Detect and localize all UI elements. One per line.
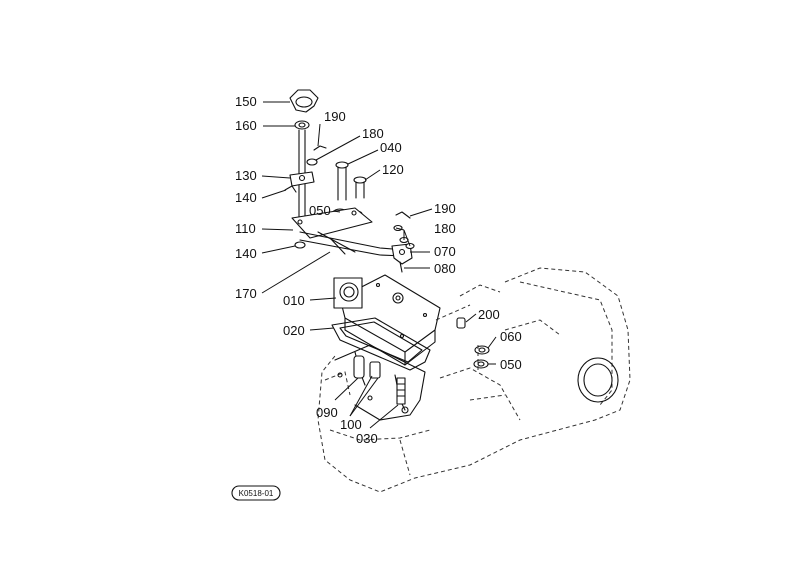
callout-label: 190	[324, 109, 346, 124]
round-port	[577, 357, 619, 403]
callout-label: 080	[434, 261, 456, 276]
callout-label: 070	[434, 244, 456, 259]
plug	[456, 317, 466, 329]
callout-label: 140	[235, 246, 257, 261]
callout-label: 200	[478, 307, 500, 322]
callout-label: 190	[434, 201, 456, 216]
washer-upper	[306, 158, 318, 166]
shift-lever	[299, 231, 406, 257]
callout-label: 120	[382, 162, 404, 177]
callout-label: 060	[500, 329, 522, 344]
callout-label: 110	[235, 221, 256, 236]
washer-050-lower	[473, 359, 489, 369]
callout-label: 040	[380, 140, 402, 155]
shift-rod	[289, 129, 315, 226]
circlip-lower	[294, 241, 306, 249]
callout-label: 180	[434, 221, 456, 236]
drawing-code-badge: K0518-01	[231, 485, 281, 501]
callout-label: 180	[362, 126, 384, 141]
gasket	[331, 317, 431, 371]
callout-label: 090	[316, 405, 338, 420]
circlip-upper	[284, 185, 297, 193]
callout-label: 100	[340, 417, 362, 432]
support-plate	[291, 207, 373, 239]
shift-knob	[289, 89, 319, 113]
spring-pin-right	[395, 211, 411, 219]
callout-label: 140	[235, 190, 257, 205]
lock-nut	[294, 120, 310, 130]
callout-label: 030	[356, 431, 378, 446]
nut-060	[474, 345, 490, 355]
callout-label: 050	[500, 357, 522, 372]
callout-label: 050	[309, 203, 331, 218]
spring-pin-upper	[313, 145, 327, 151]
callout-label: 150	[235, 94, 257, 109]
cover-plate	[333, 274, 441, 366]
drawing-code: K0518-01	[239, 489, 274, 498]
callout-label: 020	[283, 323, 305, 338]
stud-guide-lines	[435, 304, 479, 370]
callout-label: 160	[235, 118, 257, 133]
lower-bracket	[334, 344, 426, 421]
callout-labels: 150 160 190 180 040 130 120 140 050 190 …	[235, 94, 522, 446]
pin-080	[399, 261, 403, 273]
hex-bolt-long	[335, 161, 349, 201]
leader-lines	[261, 101, 497, 429]
callout-label: 130	[235, 168, 257, 183]
callout-label: 170	[235, 286, 257, 301]
hex-bolt-short	[353, 176, 367, 199]
callout-label: 010	[283, 293, 305, 308]
